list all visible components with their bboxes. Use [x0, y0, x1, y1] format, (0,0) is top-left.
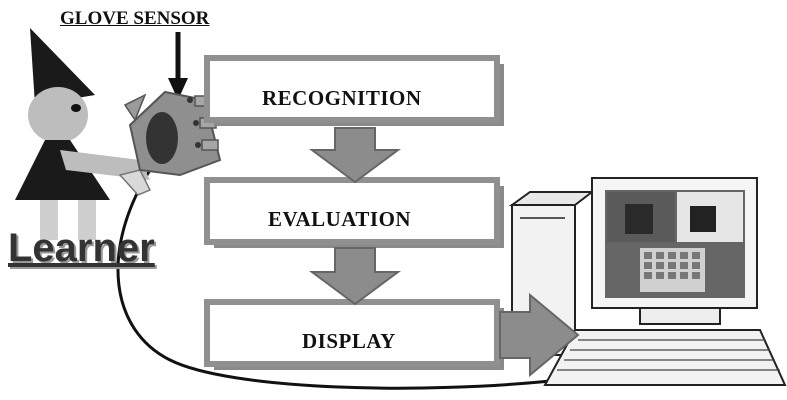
sensor-pointer	[168, 32, 188, 100]
glove-cable	[116, 169, 561, 390]
evaluation-box	[204, 177, 504, 248]
display-label: DISPLAY	[302, 329, 396, 353]
display-box	[204, 299, 504, 370]
learner-figure-icon	[15, 28, 152, 240]
arrow-down-icon	[308, 247, 402, 306]
arrow-right-icon	[499, 292, 580, 378]
computer-monitor-icon	[591, 177, 758, 325]
evaluation-label: EVALUATION	[268, 207, 412, 231]
arrow-down-icon	[308, 127, 402, 184]
keyboard-icon	[543, 329, 787, 386]
recognition-box	[204, 55, 504, 126]
learner-label: Learner	[8, 226, 155, 270]
glove-sensor-label: GLOVE SENSOR	[60, 8, 210, 29]
recognition-label: RECOGNITION	[262, 86, 422, 110]
